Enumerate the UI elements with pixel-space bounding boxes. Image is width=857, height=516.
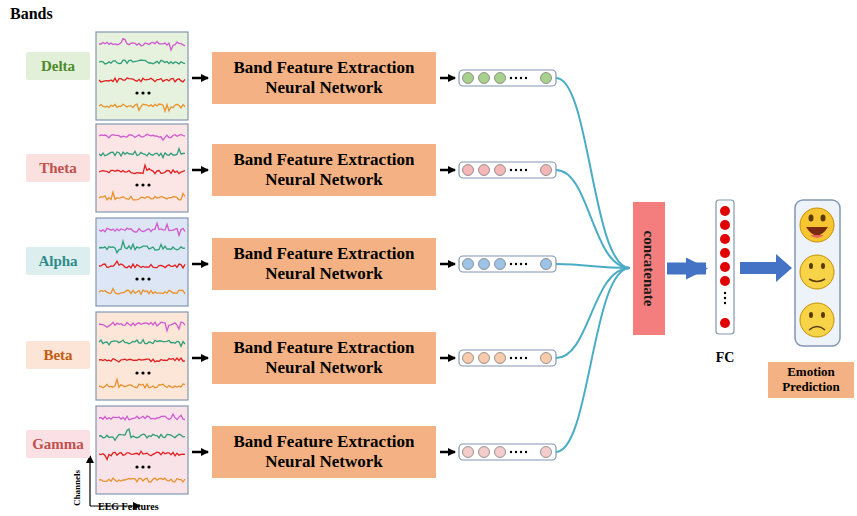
section-title: Bands: [10, 5, 53, 23]
node-text: Band Feature Extraction Neural Network: [220, 338, 428, 379]
node-text: Delta: [41, 58, 75, 75]
merge-curve: [556, 264, 630, 268]
node-text: concatenate: [641, 231, 658, 307]
node-text: Band Feature Extraction Neural Network: [220, 244, 428, 285]
axis-label: EEG Features: [98, 501, 159, 512]
concat-box: concatenate: [633, 202, 665, 335]
eeg-panel: [96, 312, 188, 400]
feature-vector: [459, 162, 556, 178]
arrow: [440, 263, 455, 266]
axis: [89, 456, 90, 506]
output-box: Emotion Prediction: [768, 362, 854, 398]
arrow: [440, 451, 455, 454]
band-label: Alpha: [26, 247, 90, 275]
feature-vector: [459, 256, 556, 272]
eeg-panel: [96, 32, 188, 120]
emoji-panel: [795, 200, 840, 346]
happy-face: [800, 208, 834, 242]
node-text: Theta: [39, 160, 77, 177]
arrow: [440, 357, 455, 360]
arrow: [440, 169, 455, 172]
arrow: [192, 357, 208, 360]
feature-vector: [459, 444, 556, 460]
merge-curve: [556, 268, 630, 452]
node-text: Emotion Prediction: [772, 365, 850, 395]
band-label: Delta: [26, 52, 90, 80]
node-text: Band Feature Extraction Neural Network: [220, 432, 428, 473]
merge-curve: [556, 170, 630, 268]
node-text: Band Feature Extraction Neural Network: [220, 58, 428, 99]
feature-vector: [459, 350, 556, 366]
process-box: Band Feature Extraction Neural Network: [212, 144, 436, 196]
band-label: Beta: [26, 341, 90, 369]
arrow: [192, 169, 208, 172]
node-text: Beta: [43, 347, 72, 364]
eeg-panel: [96, 218, 188, 306]
sad-face: [800, 303, 834, 337]
feature-vector: [459, 70, 556, 86]
process-box: Band Feature Extraction Neural Network: [212, 238, 436, 290]
process-box: Band Feature Extraction Neural Network: [212, 52, 436, 104]
axis-label: Channels: [72, 470, 82, 506]
node-text: Band Feature Extraction Neural Network: [220, 150, 428, 191]
fc-vector: [716, 200, 734, 334]
eeg-panel: [96, 124, 188, 212]
merge-curve: [556, 78, 630, 268]
arrow: [192, 263, 208, 266]
arrow: [192, 77, 208, 80]
flow-arrow: [667, 263, 706, 275]
arrow: [440, 77, 455, 80]
process-box: Band Feature Extraction Neural Network: [212, 426, 436, 478]
process-box: Band Feature Extraction Neural Network: [212, 332, 436, 384]
node-text: Alpha: [38, 253, 77, 270]
output-arrow: [740, 254, 792, 282]
fc-layer: FC: [708, 200, 742, 366]
band-label: Theta: [26, 154, 90, 182]
merge-curve: [556, 268, 630, 358]
arrow: [192, 451, 208, 454]
eeg-panel: [96, 406, 188, 494]
node-text: FC: [716, 350, 735, 366]
neutral-face: [800, 255, 834, 289]
node-text: Gamma: [32, 436, 84, 453]
band-label: Gamma: [26, 430, 90, 458]
